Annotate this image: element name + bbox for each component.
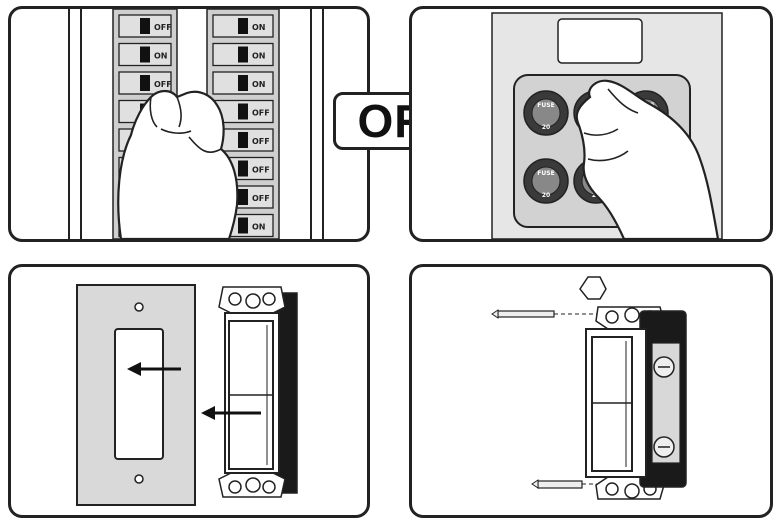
hand-icon xyxy=(575,79,720,239)
switch-screws-drawing xyxy=(491,276,687,500)
breaker-label: ON xyxy=(154,52,168,61)
breaker-label: OFF xyxy=(252,166,270,175)
left-breaker: OFF xyxy=(118,71,172,95)
breaker-label: ON xyxy=(252,23,266,32)
breaker-panel-illustration: OFFONOFFONOFFONOFFON ONONONOFFOFFOFFOFFO… xyxy=(8,6,370,242)
wall-plate-drawing xyxy=(76,284,298,506)
breaker-label: OFF xyxy=(154,23,172,32)
breaker-label: OFF xyxy=(252,194,270,203)
fuse-label: FUSE xyxy=(537,170,554,177)
breaker-label: ON xyxy=(252,80,266,89)
breaker-label: ON xyxy=(252,223,266,232)
fuse: FUSE 20 xyxy=(523,90,569,136)
breaker-panel-drawing: OFFONOFFONOFFONOFFON ONONONOFFOFFOFFOFFO… xyxy=(68,9,324,239)
screw-icon xyxy=(491,309,602,319)
left-breaker: ON xyxy=(118,42,172,67)
fuse-label: FUSE xyxy=(537,102,554,109)
left-arrow-icon xyxy=(127,362,181,376)
breaker-label: OFF xyxy=(252,137,270,146)
hand-icon xyxy=(117,89,239,239)
right-breaker: ON xyxy=(212,14,274,38)
fuse-rating: 20 xyxy=(542,192,550,199)
fuse-rating: 20 xyxy=(542,124,550,131)
right-breaker: OFF xyxy=(212,128,274,152)
right-breaker: ON xyxy=(212,71,274,95)
left-breaker: OFF xyxy=(118,14,172,38)
fuse: FUSE 20 xyxy=(523,158,569,204)
right-breaker: ON xyxy=(212,42,274,67)
unscrew-switch-illustration xyxy=(409,264,773,518)
breaker-label: OFF xyxy=(252,109,270,118)
breaker-label: ON xyxy=(252,52,266,61)
fuse-box-illustration: FUSE20FUSE20FUSE20FUSE20FUSE20 xyxy=(409,6,773,242)
breaker-label: OFF xyxy=(154,80,172,89)
remove-wall-plate-illustration xyxy=(8,264,370,518)
rocker-switch xyxy=(591,336,633,472)
left-arrow-icon xyxy=(201,406,261,420)
fuse-box-drawing: FUSE20FUSE20FUSE20FUSE20FUSE20 xyxy=(491,12,723,239)
